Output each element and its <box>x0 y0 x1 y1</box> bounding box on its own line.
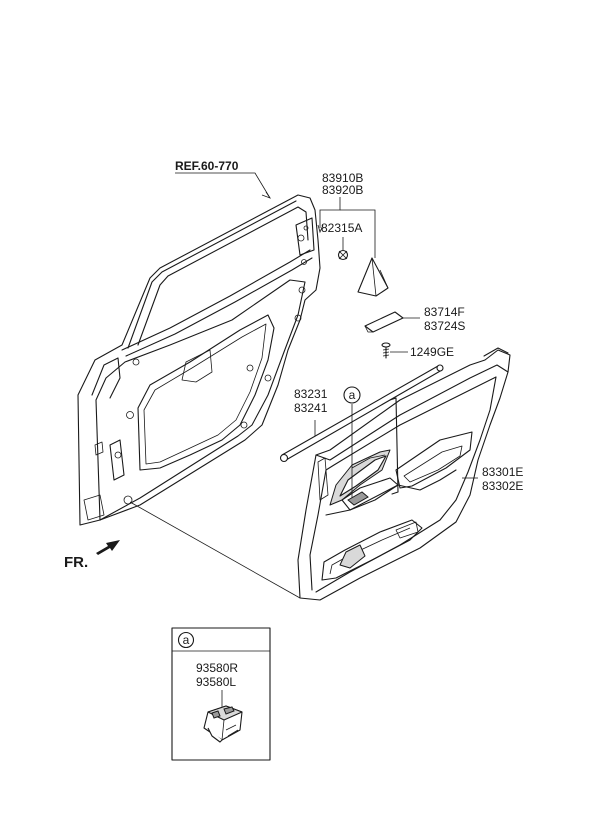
detail-callout-label: a <box>183 633 190 647</box>
detail-callout-circle <box>177 631 195 649</box>
door-frame <box>77 194 321 526</box>
trim-cap-part <box>364 311 404 333</box>
switch-label-1: 93580R <box>196 661 238 675</box>
detail-box: a 93580R 93580L <box>171 627 271 761</box>
door-trim-panel <box>297 347 511 601</box>
part-labels: REF.60-770 83910B 83920B 82315A 83714F 8… <box>175 159 523 493</box>
power-window-switch-part <box>203 705 243 743</box>
cap-label-2: 83724S <box>424 319 465 333</box>
front-label: FR. <box>64 554 88 571</box>
weatherstrip-label-1: 83231 <box>294 387 328 401</box>
ref-label: REF.60-770 <box>175 159 239 173</box>
callout-label: a <box>349 388 356 402</box>
front-arrow-icon <box>96 540 120 555</box>
trim-panel-label-1: 83301E <box>482 465 523 479</box>
weatherstrip-label-2: 83241 <box>294 401 328 415</box>
leader-lines <box>129 172 478 599</box>
delta-cap-part <box>357 257 389 297</box>
clip-part <box>337 249 349 261</box>
glass-run-label-2: 83920B <box>322 183 363 197</box>
glass-run-label-1: 83910B <box>322 171 363 185</box>
callout-marker: a <box>343 386 361 404</box>
switch-label-2: 93580L <box>196 675 236 689</box>
weatherstrip-part <box>279 364 444 463</box>
clip-label: 82315A <box>321 221 362 235</box>
screw-label: 1249GE <box>410 345 454 359</box>
trim-panel-label-2: 83302E <box>482 479 523 493</box>
screw-part <box>381 342 391 359</box>
cap-label-1: 83714F <box>424 305 465 319</box>
front-direction: FR. <box>64 540 120 571</box>
